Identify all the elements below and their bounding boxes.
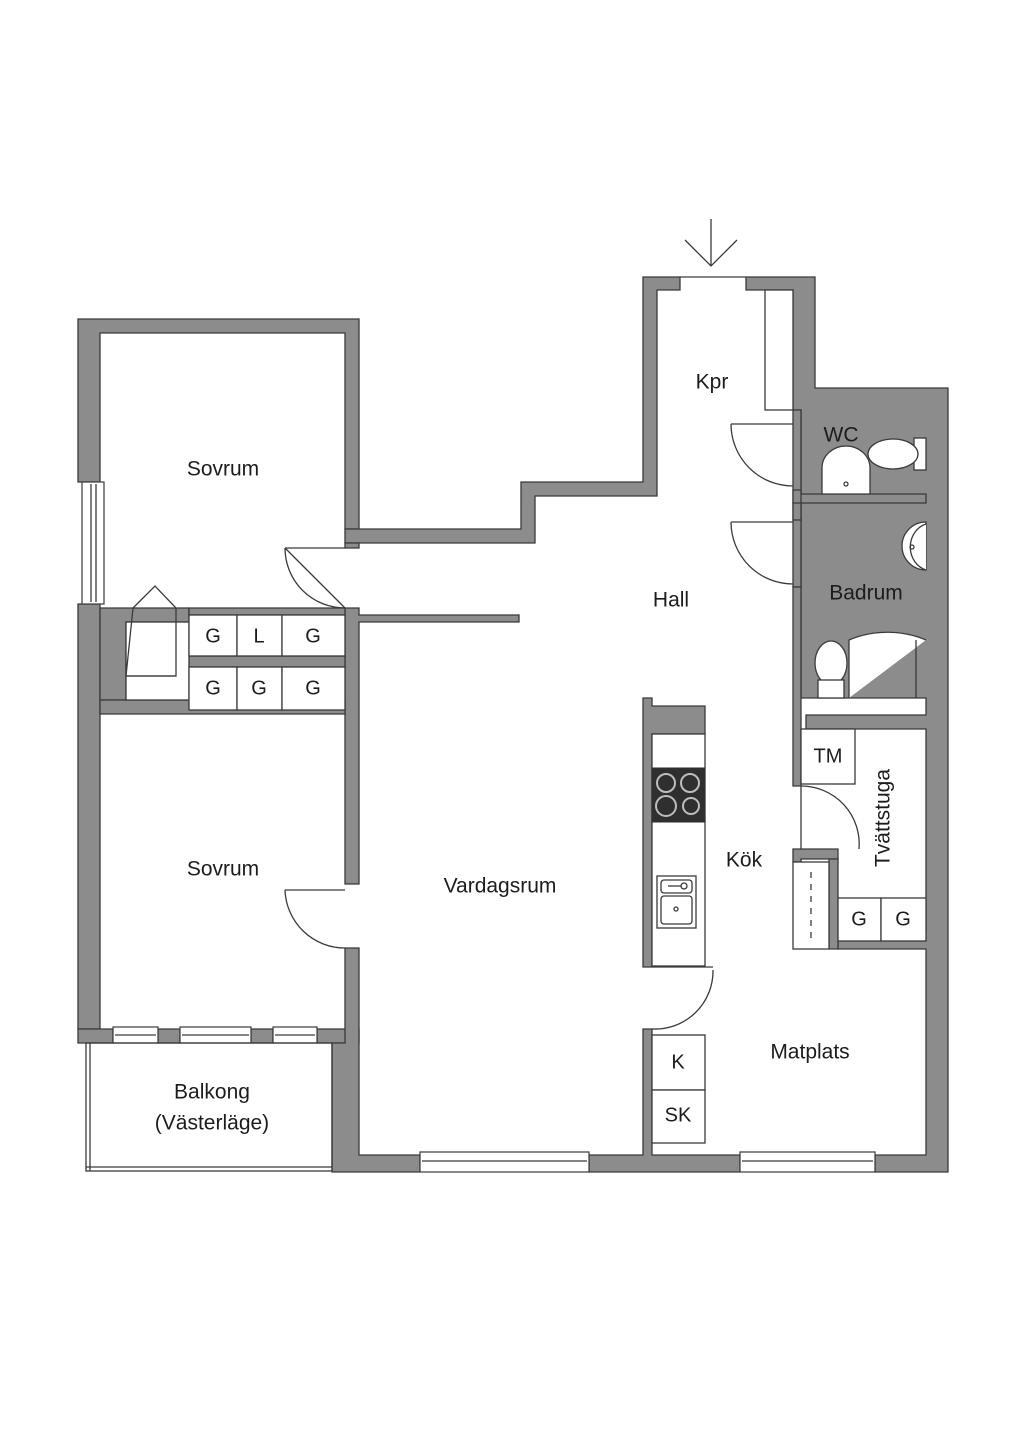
entrance-arrow-icon [684,219,738,267]
kitchen-counter [651,733,706,967]
wardrobe-label: G [205,677,221,699]
windows [81,481,876,1173]
balcony [85,1042,333,1172]
k-label: K [671,1051,685,1073]
room-label-hall: Hall [653,589,689,612]
room-label-balkong-sub: (Västerläge) [155,1112,269,1135]
room-label-tvattstuga: Tvättstuga [872,769,895,867]
tm-label: TM [814,745,843,767]
bathroom-fixtures [814,521,927,699]
room-label-sovrum: Sovrum [187,458,259,481]
kpr-closet [764,289,794,411]
room-label-badrum: Badrum [829,582,903,605]
sk-label: SK [665,1104,692,1126]
laundry-g-label: G [851,908,867,930]
laundry-storage: TM G G [792,728,927,950]
wc-fixtures [821,437,927,495]
room-label-matplats: Matplats [770,1041,849,1064]
wardrobe-label: L [253,625,264,647]
room-label-vardagsrum: Vardagsrum [444,875,557,898]
doors [284,276,860,1030]
room-label-wc: WC [824,424,859,447]
room-label-kpr: Kpr [696,371,729,394]
room-label-sovrum: Sovrum [187,858,259,881]
room-label-kok: Kök [726,849,763,872]
kitchen-cabinets: K SK [651,1034,706,1144]
room-label-balkong: Balkong [174,1081,250,1104]
washbasin-icon [821,445,871,495]
shower-icon [848,631,927,698]
wardrobe-row-2: G G G [188,666,346,711]
wardrobe-label: G [305,625,321,647]
wardrobe-label: G [305,677,321,699]
wardrobe-row-1: G L G [188,614,346,657]
bath-toilet-icon [814,640,848,686]
bedroom-closet [125,585,190,701]
wardrobe-label: G [205,625,221,647]
sink-icon [656,875,697,929]
laundry-g-label: G [895,908,911,930]
wardrobe-label: G [251,677,267,699]
